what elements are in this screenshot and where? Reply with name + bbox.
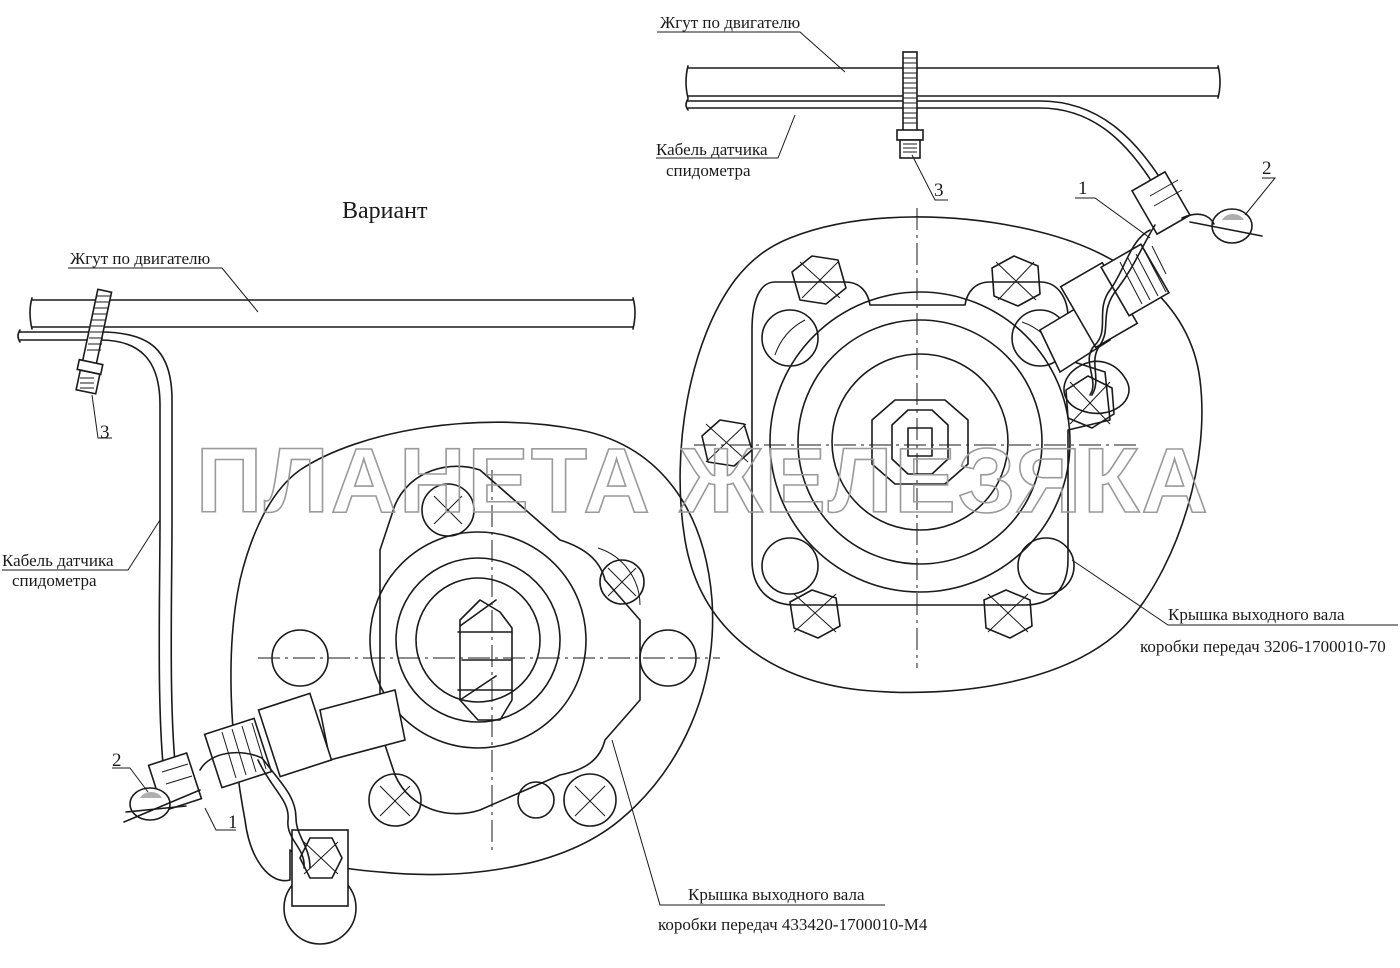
- right-harness-label: Жгут по двигателю: [660, 13, 801, 32]
- left-callout-2: 2: [112, 750, 122, 771]
- right-cover-label-line1: Крышка выходного вала: [1168, 605, 1345, 624]
- right-callout-3: 3: [934, 180, 944, 201]
- left-speed-sensor-connector: [123, 689, 406, 869]
- left-output-shaft-cover: [230, 421, 720, 945]
- left-cover-label-line1: Крышка выходного вала: [688, 885, 865, 904]
- right-speed-sensor-connector: [1038, 170, 1263, 415]
- left-callout-1: 1: [228, 812, 238, 833]
- right-cover-label-line2: коробки передач 3206-1700010-70: [1140, 637, 1386, 656]
- left-harness-label: Жгут по двигателю: [70, 249, 211, 268]
- left-cover-label-line2: коробки передач 433420-1700010-М4: [658, 915, 928, 934]
- left-view: Вариант: [2, 198, 928, 945]
- left-hose-clamp: [75, 288, 113, 395]
- variant-title: Вариант: [342, 198, 428, 224]
- right-view: Жгут по двигателю Кабель датчика спидоме…: [656, 13, 1398, 694]
- left-callout-3: 3: [100, 422, 110, 443]
- left-cable-label-line2: спидометра: [12, 571, 97, 590]
- left-engine-harness: [29, 297, 636, 330]
- right-cable-label-line2: спидометра: [666, 161, 751, 180]
- right-callout-2: 2: [1262, 158, 1272, 179]
- right-callout-1: 1: [1078, 178, 1088, 199]
- watermark-text: ПЛАНЕТА ЖЕЛЕЗЯКА: [196, 430, 1210, 532]
- left-cable-label-line1: Кабель датчика: [2, 551, 114, 570]
- right-hose-clamp: [896, 51, 924, 159]
- right-speedometer-cable: [685, 98, 1161, 183]
- right-leader-lines: [656, 31, 1398, 626]
- right-output-shaft-cover: [679, 208, 1203, 694]
- right-cable-label-line1: Кабель датчика: [656, 140, 768, 159]
- left-speedometer-cable: [17, 329, 179, 793]
- right-engine-harness: [685, 65, 1221, 99]
- right-bolt-heads: [701, 255, 1115, 639]
- left-leader-lines: [2, 267, 885, 906]
